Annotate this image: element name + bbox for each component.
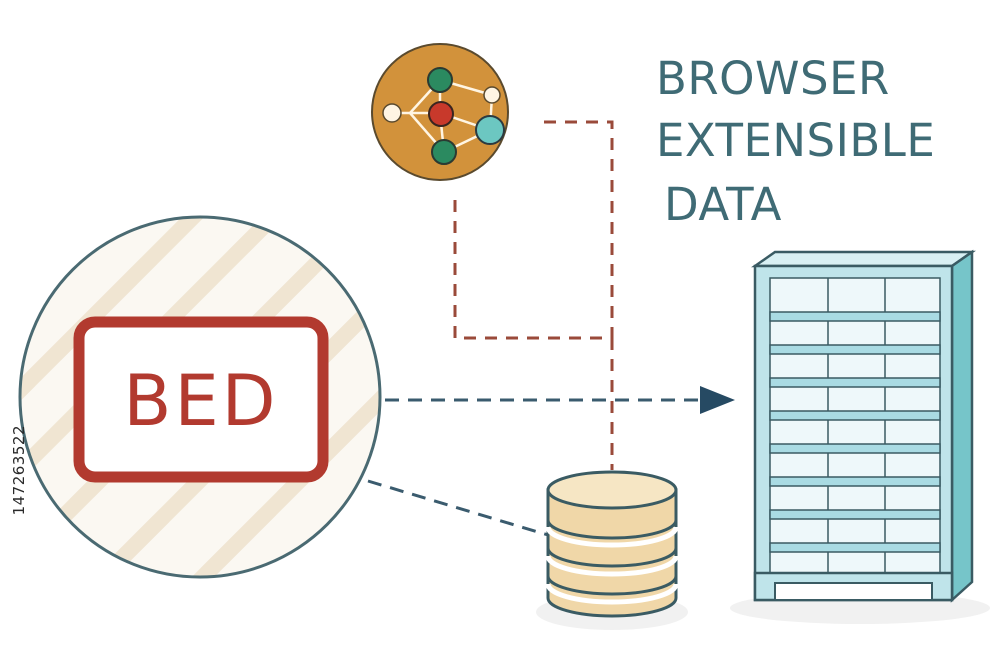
bed-label: BED: [123, 360, 278, 442]
title-line-extensible: EXTENSIBLE: [656, 114, 936, 167]
arrowhead: [700, 386, 735, 414]
title-line-browser: BROWSER: [656, 52, 890, 105]
server-rack-icon: [730, 249, 990, 624]
side-id-text: 147263522: [10, 425, 28, 516]
bed-badge: BED: [73, 316, 329, 483]
database-icon: [536, 470, 688, 630]
title-line-data: DATA: [664, 178, 782, 231]
network-graph-icon: [371, 43, 509, 181]
connectors: [367, 120, 735, 537]
lens-to-database-connector: [367, 479, 549, 537]
